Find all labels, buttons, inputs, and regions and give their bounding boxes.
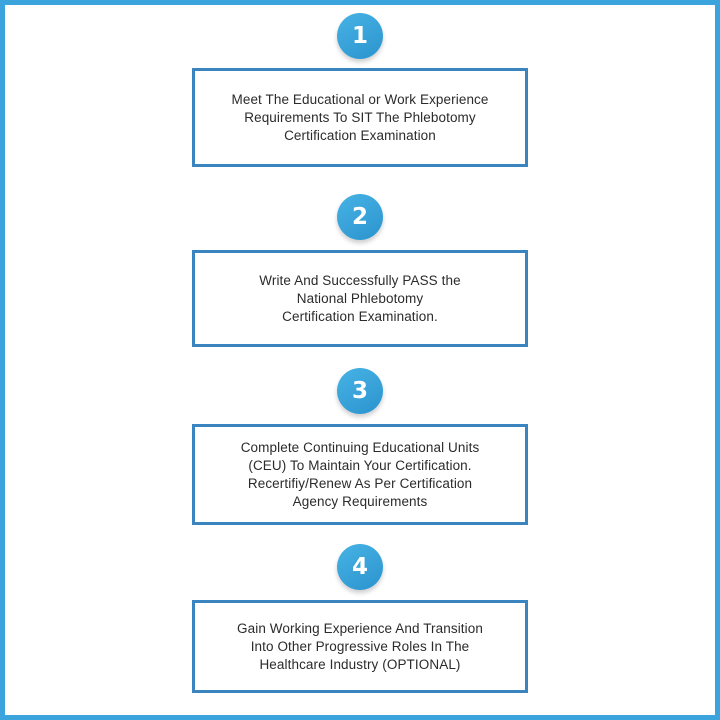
step-3: 3 Complete Continuing Educational Units … bbox=[5, 368, 715, 525]
step-2: 2 Write And Successfully PASS the Nation… bbox=[5, 194, 715, 347]
step-text-1: Meet The Educational or Work Experience … bbox=[231, 91, 489, 143]
step-box-2: Write And Successfully PASS the National… bbox=[192, 250, 528, 347]
step-number-1: 1 bbox=[351, 22, 368, 49]
step-text-4: Gain Working Experience And Transition I… bbox=[237, 620, 483, 672]
step-1: 1 Meet The Educational or Work Experienc… bbox=[5, 13, 715, 167]
steps-flow: 1 Meet The Educational or Work Experienc… bbox=[5, 5, 715, 715]
step-number-4: 4 bbox=[351, 553, 368, 580]
step-text-2: Write And Successfully PASS the National… bbox=[259, 272, 461, 324]
step-number-2: 2 bbox=[351, 203, 368, 230]
step-4: 4 Gain Working Experience And Transition… bbox=[5, 544, 715, 693]
step-number-badge-4: 4 bbox=[337, 544, 383, 590]
step-box-3: Complete Continuing Educational Units (C… bbox=[192, 424, 528, 525]
step-box-4: Gain Working Experience And Transition I… bbox=[192, 600, 528, 693]
step-number-3: 3 bbox=[351, 377, 368, 404]
step-number-badge-1: 1 bbox=[337, 13, 383, 59]
step-number-badge-2: 2 bbox=[337, 194, 383, 240]
step-box-1: Meet The Educational or Work Experience … bbox=[192, 68, 528, 167]
step-number-badge-3: 3 bbox=[337, 368, 383, 414]
step-text-3: Complete Continuing Educational Units (C… bbox=[240, 439, 480, 509]
